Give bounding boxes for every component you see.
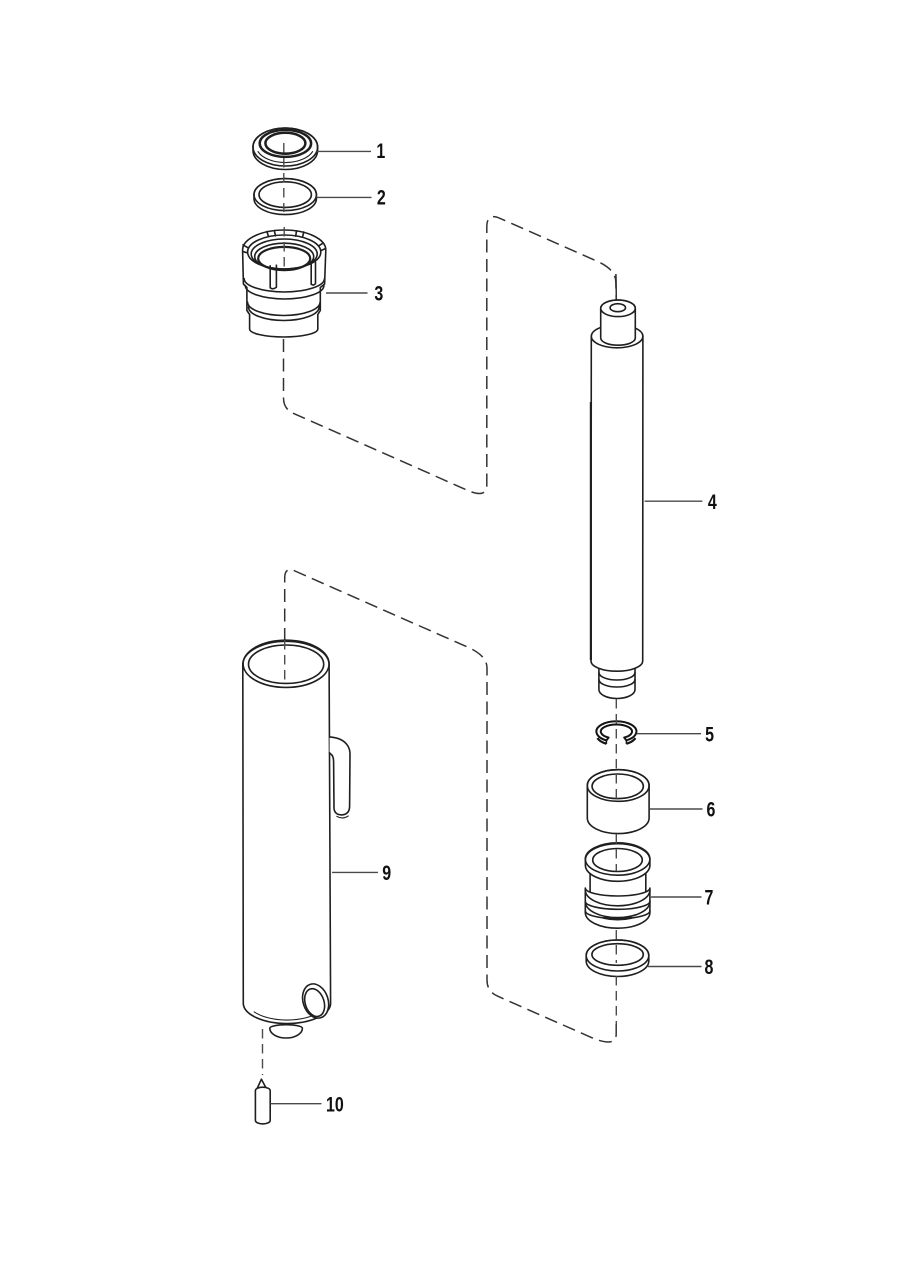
part-10-pin	[254, 1078, 271, 1125]
part-6-bore-wall-arc	[596, 793, 639, 800]
part-1-bore-wall-arc	[268, 148, 303, 155]
part-9-body	[242, 640, 332, 1025]
part-9-port-hole	[301, 983, 330, 1019]
part-9-port-inner	[303, 987, 326, 1018]
part-4-rod-body	[590, 335, 644, 673]
part-10-body	[254, 1086, 271, 1125]
part-9-bottom-boss	[269, 1023, 304, 1039]
part-5-snap-ring	[595, 720, 638, 745]
assembly-connector-lines	[282, 215, 618, 1043]
part-1-flange-top-edge	[252, 127, 319, 167]
part-4-tip-groove-2	[598, 678, 636, 688]
part-2-o-ring	[253, 177, 318, 216]
part-9-mouth-inner-edge	[247, 644, 325, 685]
part-3-band-arc-2	[244, 284, 325, 300]
part-9-mouth-outer-edge	[242, 639, 330, 689]
callout-number-2: 2	[377, 185, 386, 209]
part-7-bore-wall-arc	[596, 866, 639, 873]
part-2-inner-lower-arc	[261, 200, 309, 209]
part-1-face-step-arc	[257, 151, 314, 164]
callout-number-8: 8	[705, 955, 714, 979]
connector-line-top	[282, 215, 618, 495]
callout-number-7: 7	[705, 885, 714, 909]
callout-number-4: 4	[708, 490, 717, 514]
callout-layer: 1 2 3 4 5 6 7 8 9 10	[270, 139, 717, 1116]
part-4-boss-top-edge	[599, 299, 637, 318]
part-7-piston	[584, 841, 651, 929]
part-1-seal-cap	[252, 127, 319, 171]
part-3-band-arc-1	[243, 277, 326, 293]
part-3-body	[241, 229, 327, 338]
callout-number-9: 9	[382, 861, 391, 885]
part-7-flange-top-edge	[584, 841, 651, 876]
callout-number-6: 6	[706, 797, 715, 821]
part-9-hook-under-arc	[336, 815, 349, 819]
part-3-groove-arc-1	[246, 301, 321, 317]
part-4-tip-body	[598, 663, 636, 700]
callout-number-10: 10	[326, 1092, 344, 1116]
part-3-front-slots	[269, 261, 317, 290]
part-9-hook-tube	[328, 736, 351, 816]
part-7-ring2-top-arc	[584, 900, 651, 911]
part-3-end-cap	[241, 229, 327, 338]
part-8-seal-ring	[585, 939, 650, 978]
part-6-top-edge	[586, 768, 650, 803]
callout-number-5: 5	[705, 722, 714, 746]
connector-line-bottom	[283, 569, 617, 1043]
part-4-tip-groove-1	[598, 671, 636, 681]
part-2-outer-edge	[253, 177, 318, 212]
part-5-end-faces	[605, 740, 628, 744]
part-7-ring2-front-arc	[584, 900, 651, 919]
part-8-outer-edge	[585, 939, 650, 972]
callout-number-3: 3	[374, 281, 383, 305]
part-9-cylinder-body	[242, 639, 351, 1039]
centerline-segments	[261, 143, 617, 1075]
part-8-bore-wall-arc	[594, 959, 641, 966]
part-6-bushing	[586, 768, 650, 835]
callout-number-1: 1	[376, 139, 385, 163]
part-4-piston-rod	[589, 299, 644, 700]
part-7-groove-shade	[603, 916, 632, 921]
part-9-port-outer	[301, 983, 330, 1019]
part-3-groove-arc-2	[247, 306, 320, 322]
part-5-ring-face	[595, 720, 638, 742]
part-3-castle-notches	[242, 229, 327, 254]
part-7-ring1-front-arc	[584, 889, 651, 907]
part-4-boss-hole	[609, 302, 627, 313]
part-4-threaded-tip	[598, 663, 636, 700]
